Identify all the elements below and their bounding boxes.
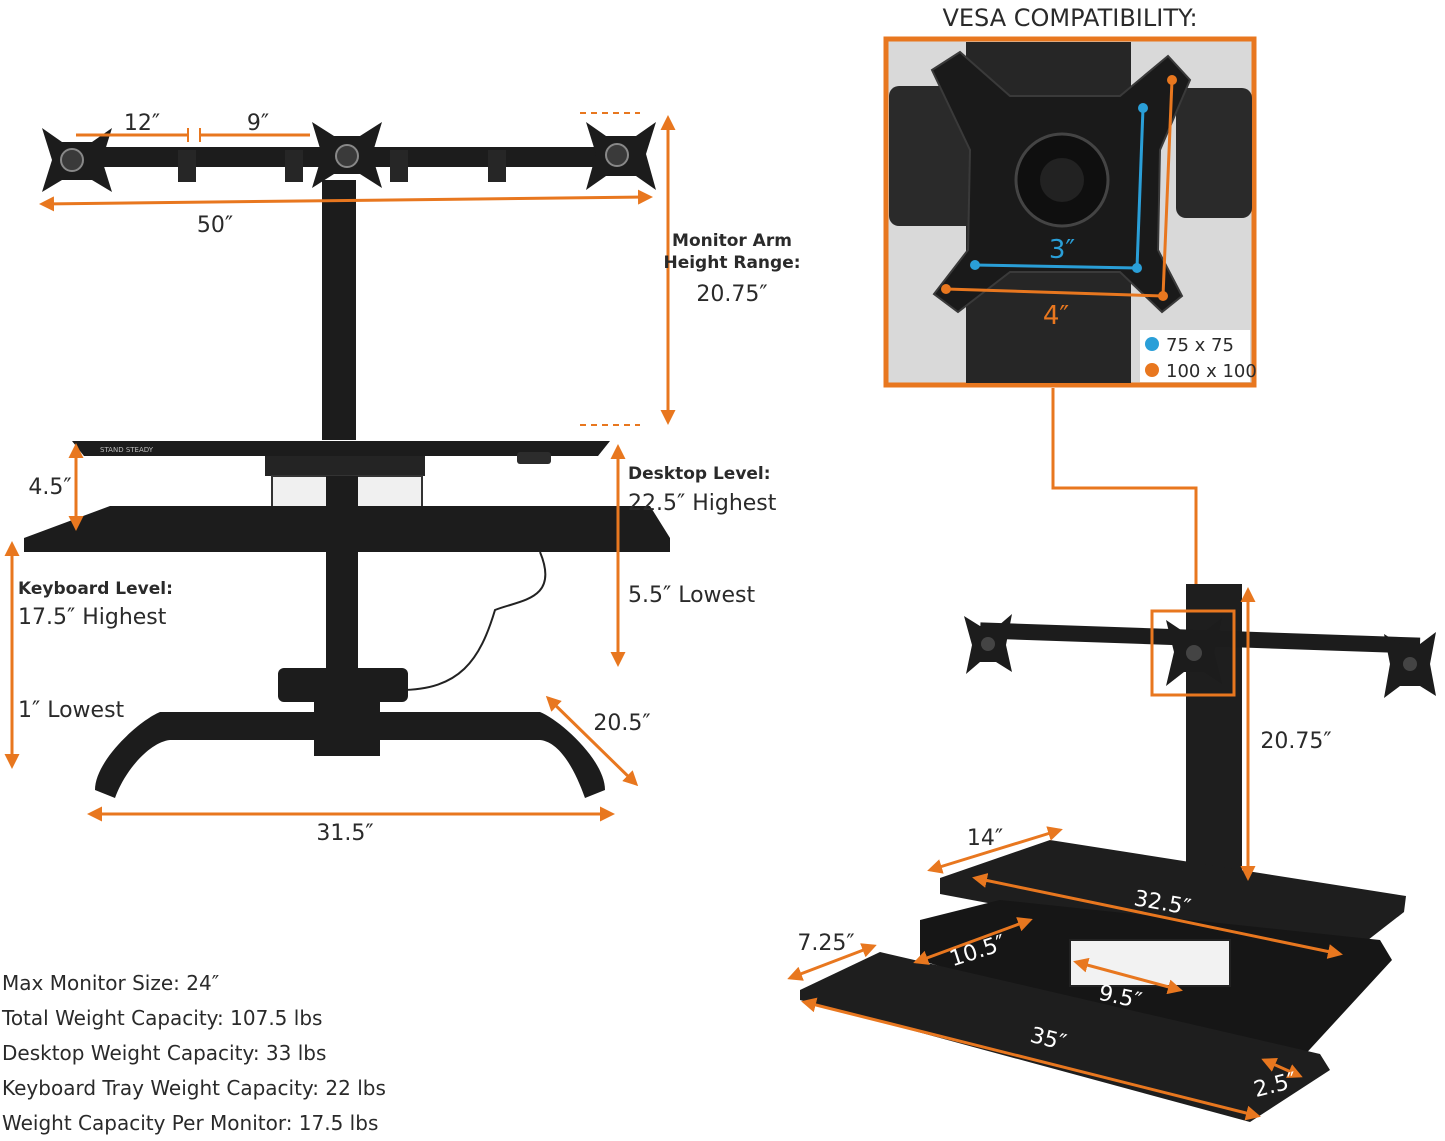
side-vesa-center xyxy=(1166,618,1222,686)
spec-monitor-weight: Weight Capacity Per Monitor: 17.5 lbs xyxy=(2,1111,379,1135)
vesa-75-line xyxy=(974,263,1138,270)
spec-keyboard-weight: Keyboard Tray Weight Capacity: 22 lbs xyxy=(2,1076,386,1100)
dim-post-height: 20.75″ xyxy=(1260,729,1331,754)
dim-desk-depth: 14″ xyxy=(967,826,1003,851)
spec-desktop-weight: Desktop Weight Capacity: 33 lbs xyxy=(2,1041,327,1065)
vesa-plate-left xyxy=(42,128,112,192)
vesa-detail: VESA COMPATIBILITY: 3″ 4″ 75 x 75 100 x … xyxy=(883,4,1257,612)
side-vesa-left xyxy=(964,614,1012,674)
desk-base xyxy=(95,712,605,798)
desktop-level-low: 5.5″ Lowest xyxy=(628,583,756,608)
dim-tray-gap: 4.5″ xyxy=(28,475,71,500)
control-panel-icon xyxy=(517,452,551,464)
vesa-dim-small: 3″ xyxy=(1049,235,1076,265)
dim-line xyxy=(787,943,877,981)
dim-arm-outer: 12″ xyxy=(124,111,160,136)
connector-line xyxy=(1051,388,1198,612)
keyboard-level-high: 17.5″ Highest xyxy=(18,605,167,630)
vesa-dim-large: 4″ xyxy=(1043,301,1070,331)
dim-arm-inner: 9″ xyxy=(247,111,269,136)
vesa-plate-right xyxy=(586,122,656,190)
blue-dot-icon xyxy=(1145,337,1159,351)
dim-line xyxy=(801,997,1261,1121)
vesa-title: VESA COMPATIBILITY: xyxy=(942,4,1197,32)
vesa-100-line xyxy=(945,287,1164,298)
dim-line xyxy=(927,826,1063,874)
keyboard-level-low: 1″ Lowest xyxy=(18,698,125,723)
dim-line xyxy=(1073,957,1183,995)
monitor-arm-label-1: Monitor Arm xyxy=(672,231,792,251)
dim-tray-depth: 7.25″ xyxy=(797,931,854,956)
front-view: STAND STEADY 12″ 9″ 50″ 4.5″ 31.5″ 20.5 xyxy=(4,111,801,846)
orange-dot-icon xyxy=(1145,363,1159,377)
dim-line xyxy=(972,873,1343,959)
legend-75: 75 x 75 xyxy=(1166,335,1234,356)
desktop-surface xyxy=(72,441,610,456)
monitor-post xyxy=(322,180,356,440)
spec-max-monitor-size: Max Monitor Size: 24″ xyxy=(2,971,220,995)
monitor-arm-value: 20.75″ xyxy=(696,282,767,307)
side-vesa-right xyxy=(1384,632,1436,698)
keyboard-level-label: Keyboard Level: xyxy=(18,579,173,599)
dim-line xyxy=(545,695,639,787)
desktop-level-label: Desktop Level: xyxy=(628,464,771,484)
vesa-highlight-box xyxy=(1150,609,1236,697)
vesa-plate-center xyxy=(312,122,382,188)
monitor-arm-label-2: Height Range: xyxy=(663,253,800,273)
dim-total-width: 50″ xyxy=(197,213,233,238)
spec-total-weight: Total Weight Capacity: 107.5 lbs xyxy=(2,1006,323,1030)
dim-line xyxy=(913,917,1033,965)
dim-line xyxy=(39,189,653,212)
legend-100: 100 x 100 xyxy=(1166,361,1257,382)
desktop-level-high: 22.5″ Highest xyxy=(628,491,777,516)
dim-line xyxy=(1261,1058,1303,1078)
brand-mark: STAND STEADY xyxy=(100,446,154,454)
spec-list: Max Monitor Size: 24″ Total Weight Capac… xyxy=(2,966,422,1141)
dim-base-width: 31.5″ xyxy=(316,821,373,846)
side-view: 20.75″ 14″ 32.5″ 7.25″ 10.5″ 9.5″ 35″ 2.… xyxy=(787,584,1436,1122)
dim-base-depth: 20.5″ xyxy=(593,711,650,736)
